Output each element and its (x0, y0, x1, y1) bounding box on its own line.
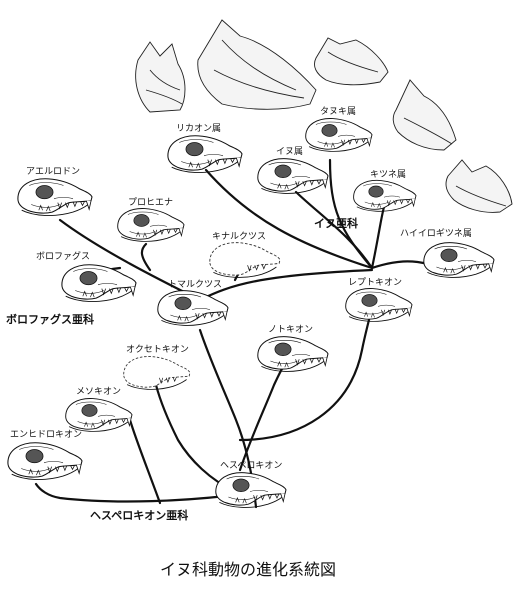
tree-branches (34, 158, 430, 509)
skull-nyctereutes (305, 118, 373, 152)
skull-osteocyon (123, 356, 191, 390)
head-nyctereutes (314, 37, 389, 86)
skull-prohyaena (117, 208, 185, 242)
label-prohyaena: プロヒエナ (128, 198, 174, 208)
label-nyctereutes: タヌキ属 (320, 107, 357, 117)
subfamily-caninae: イヌ亜科 (314, 217, 358, 230)
head-canis (197, 19, 317, 110)
skull-otocyon (257, 336, 329, 372)
label-lycaon: リカオン属 (176, 124, 222, 134)
canid-head-sketches (135, 19, 513, 213)
head-urocyon (445, 159, 513, 213)
label-vulpes: キツネ属 (370, 170, 407, 180)
label-canis: イヌ属 (276, 147, 304, 157)
label-tomarctus: トマルクツス (168, 280, 223, 290)
label-urocyon: ハイイロギツネ属 (400, 229, 472, 239)
label-otocyon: ノトキオン (268, 325, 314, 335)
subfamily-borophaginae: ボロファグス亜科 (6, 313, 94, 326)
skull-enhydrocyon (7, 442, 83, 481)
skull-vulpes (353, 179, 417, 212)
head-vulpes (392, 79, 457, 151)
label-leptocyon: レプトキオン (348, 278, 403, 288)
skull-hesperocyon (215, 472, 287, 508)
skull-aelurodon (17, 178, 93, 217)
skull-canis (257, 158, 329, 194)
label-mesocyon: メソキオン (76, 387, 122, 397)
skull-tomarctus (157, 290, 229, 326)
figure-caption: イヌ科動物の進化系統図 (160, 560, 337, 579)
label-borophagus: ボロファグス (36, 252, 91, 262)
head-lycaon (135, 41, 186, 113)
label-aelurodon: アエルロドン (26, 167, 81, 177)
skull-cynarctus (209, 242, 281, 278)
label-cynarctus: キナルクツス (212, 232, 267, 242)
skull-urocyon (423, 242, 495, 278)
skull-mesocyon (65, 398, 133, 432)
label-osteocyon: オクセトキオン (126, 345, 189, 355)
label-enhydrocyon: エンヒドロキオン (10, 430, 83, 440)
subfamily-hesperocyoninae: ヘスペロキオン亜科 (90, 509, 189, 522)
skull-lycaon (167, 135, 243, 174)
label-hesperocyon: ヘスペロキオン (220, 461, 283, 471)
skull-borophagus (61, 264, 137, 303)
skull-leptocyon (345, 288, 413, 322)
